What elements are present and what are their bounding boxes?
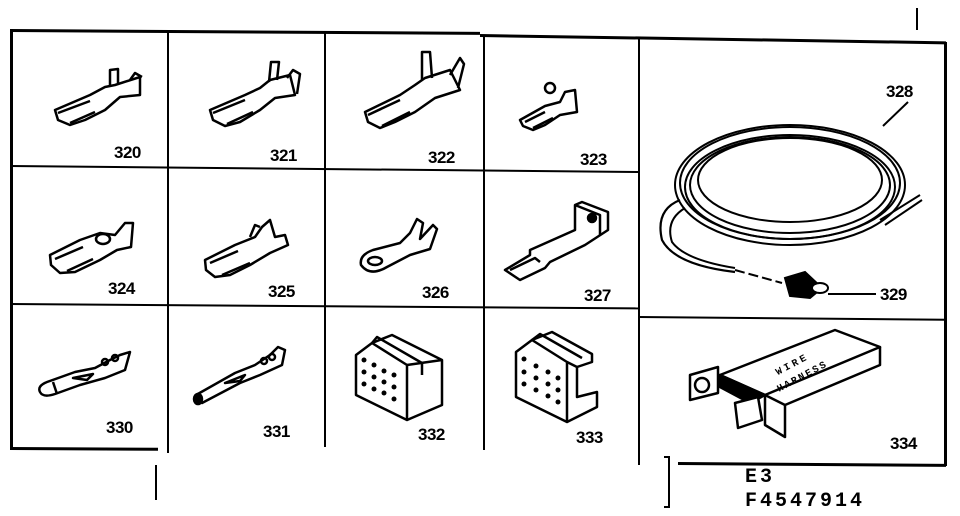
female-terminal-icon: [53, 67, 143, 127]
grid-outer-top-left: [9, 29, 481, 35]
grid-col-divider-2: [324, 33, 326, 447]
part-label-322: 322: [428, 148, 455, 167]
part-label-334: 334: [890, 434, 917, 453]
ring-terminal-icon: [359, 217, 439, 273]
connector-housing-icon: [354, 333, 444, 422]
female-terminal-icon: [363, 50, 466, 130]
grid-col-divider-1: [167, 31, 169, 453]
wire-coil-icon: [659, 124, 923, 300]
part-label-332: 332: [418, 425, 445, 444]
part-label-326: 326: [422, 283, 449, 302]
pin-terminal-icon: [38, 350, 132, 397]
scan-mark-top-right: [916, 8, 918, 30]
female-terminal-icon: [208, 60, 302, 128]
part-label-324: 324: [108, 279, 135, 298]
bracket-bottom: [664, 506, 670, 508]
part-label-327: 327: [584, 286, 611, 305]
part-label-329: 329: [880, 285, 907, 304]
grid-bottom-left: [9, 447, 159, 451]
part-label-331: 331: [263, 422, 290, 441]
reference-line-1: E3: [745, 466, 776, 489]
bracket-vertical: [668, 456, 670, 508]
tick-mark-left: [155, 465, 157, 500]
leader-line-329: [828, 293, 876, 295]
wire-harness-box-icon: [688, 328, 882, 439]
part-label-333: 333: [576, 428, 603, 447]
grid-outer-right: [944, 42, 947, 466]
grid-outer-left: [10, 29, 13, 449]
part-label-321: 321: [270, 146, 297, 165]
socket-terminal-icon: [192, 345, 287, 406]
connector-housing-latch-icon: [514, 330, 599, 424]
bracket-top: [664, 456, 670, 458]
female-terminal-tab-icon: [48, 221, 135, 275]
grid-outer-top-right: [479, 34, 946, 45]
male-tab-terminal-icon: [503, 200, 610, 282]
diagram-reference-code: E3 F4547914: [745, 466, 865, 514]
grid-row-divider-right: [637, 316, 946, 321]
grid-col-divider-4: [638, 39, 640, 465]
part-label-325: 325: [268, 282, 295, 301]
grid-col-divider-3: [483, 36, 485, 450]
flag-terminal-icon: [518, 81, 579, 132]
part-label-330: 330: [106, 418, 133, 437]
part-label-323: 323: [580, 150, 607, 169]
part-label-320: 320: [114, 143, 141, 162]
reference-line-2: F4547914: [745, 490, 866, 513]
leader-line-328: [882, 101, 909, 127]
female-terminal-icon: [203, 218, 290, 279]
part-label-328: 328: [886, 82, 913, 101]
